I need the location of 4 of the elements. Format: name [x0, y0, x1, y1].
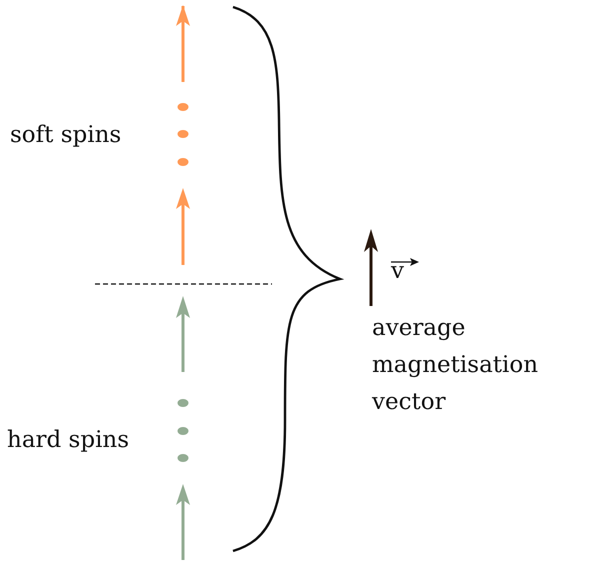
group-label: soft spins — [10, 121, 122, 150]
vector-label: average magnetisation vector — [372, 314, 540, 417]
group-label: hard spins — [7, 426, 130, 455]
vector-symbol: v — [391, 257, 404, 285]
